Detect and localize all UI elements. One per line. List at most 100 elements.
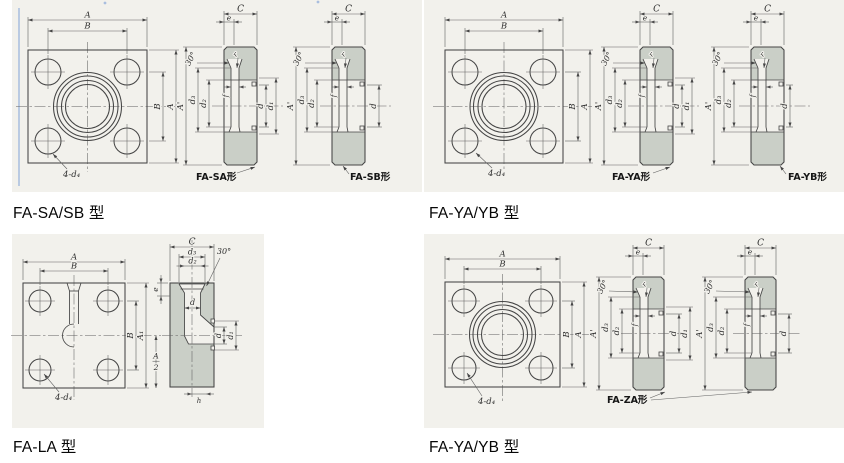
dim-A-prime: A' xyxy=(594,102,604,111)
dim-A1: A₁ xyxy=(136,331,146,342)
dim-r: r xyxy=(640,280,649,288)
dim-B: B xyxy=(568,103,578,110)
section-name: FA-YA形 xyxy=(612,171,651,183)
dim-f: f xyxy=(749,93,757,98)
dim-r: r xyxy=(231,50,240,58)
dim-A-prime: A' xyxy=(176,102,186,111)
label-bolt-holes: 4-d₄ xyxy=(54,393,73,403)
dim-e: e xyxy=(151,287,160,292)
dim-f: f xyxy=(743,322,751,327)
label-bolt-holes: 4-d₄ xyxy=(62,170,81,180)
dim-d: d xyxy=(369,103,379,109)
dim-d1: d₁ xyxy=(680,329,690,338)
dim-d3: d₃ xyxy=(706,322,716,331)
dim-r: r xyxy=(758,50,767,58)
dim-d: d xyxy=(214,333,223,338)
dim-d: d xyxy=(256,103,266,109)
dim-d3: d₃ xyxy=(601,322,611,331)
dim-e: e xyxy=(335,14,340,23)
section-name: FA-SB形 xyxy=(350,171,391,183)
scan-artifacts xyxy=(18,0,320,186)
dim-d: d xyxy=(669,330,679,336)
dim-d2: d₂ xyxy=(199,98,209,107)
dim-A: A xyxy=(580,103,590,110)
caption-fa-sa-sb: FA-SA/SB 型 xyxy=(13,205,105,222)
dim-B: B xyxy=(70,262,77,272)
dim-C: C xyxy=(189,238,196,248)
dim-d3: d₃ xyxy=(714,95,724,104)
dim-f: f xyxy=(222,93,230,98)
dim-d2: d₂ xyxy=(717,326,727,335)
dim-B: B xyxy=(498,260,505,270)
dim-f: f xyxy=(330,93,338,98)
dim-B: B xyxy=(153,103,163,110)
dim-d3: d₃ xyxy=(188,248,196,257)
caption-fa-ya-yb-top: FA-YA/YB 型 xyxy=(429,205,520,222)
dim-C: C xyxy=(645,239,652,249)
dim-B: B xyxy=(500,22,507,32)
dim-A: A xyxy=(166,103,176,110)
caption-fa-ya-yb-bottom: FA-YA/YB 型 xyxy=(429,439,520,456)
dim-C: C xyxy=(237,5,244,15)
dim-A: A xyxy=(574,331,584,338)
dim-d3: d₃ xyxy=(605,95,615,104)
dim-f: f xyxy=(638,93,646,98)
dim-d3: d₃ xyxy=(297,95,307,104)
dim-d: d xyxy=(780,103,790,109)
dim-C: C xyxy=(345,5,352,15)
dim-A: A xyxy=(500,11,507,21)
dim-d2: d₂ xyxy=(307,98,317,107)
dim-A: A xyxy=(83,11,90,21)
dim-e: e xyxy=(754,14,759,23)
dim-d1: d₁ xyxy=(226,331,235,339)
dim-r: r xyxy=(752,280,761,288)
dim-A-prime: A' xyxy=(695,329,705,338)
dim-B: B xyxy=(83,22,90,32)
dim-h: h xyxy=(197,397,202,405)
label-bolt-holes: 4-d₄ xyxy=(487,169,506,179)
section-name: FA-ZA形 xyxy=(607,394,648,406)
dim-d2: d₂ xyxy=(188,257,196,266)
dim-d3: d₃ xyxy=(188,95,198,104)
section-name: FA-YB形 xyxy=(788,171,827,183)
dim-A-prime: A' xyxy=(286,102,296,111)
dim-d: d xyxy=(779,330,789,336)
dim-d: d xyxy=(672,103,682,109)
dim-e: e xyxy=(748,248,753,257)
front-view-port-features xyxy=(62,282,82,348)
dim-C: C xyxy=(764,5,771,15)
dim-r: r xyxy=(647,50,656,58)
dim-d2: d₂ xyxy=(612,326,622,335)
dim-r: r xyxy=(339,50,348,58)
label-bolt-holes: 4-d₄ xyxy=(477,397,496,407)
dim-d2: d₂ xyxy=(724,98,734,107)
dim-C: C xyxy=(757,239,764,249)
dim-half-A-den: 2 xyxy=(153,363,159,372)
dim-A: A xyxy=(498,250,505,260)
dim-B: B xyxy=(562,331,572,338)
dim-d1: d₁ xyxy=(682,102,692,111)
dim-e: e xyxy=(227,14,232,23)
dim-e: e xyxy=(636,248,641,257)
dim-A-prime: A' xyxy=(589,329,599,338)
dim-B: B xyxy=(126,332,136,339)
dim-half-A-num: A xyxy=(152,351,159,360)
dim-d2: d₂ xyxy=(615,98,625,107)
dim-angle-30: 30° xyxy=(217,247,231,256)
dim-d1: d₁ xyxy=(266,102,276,111)
